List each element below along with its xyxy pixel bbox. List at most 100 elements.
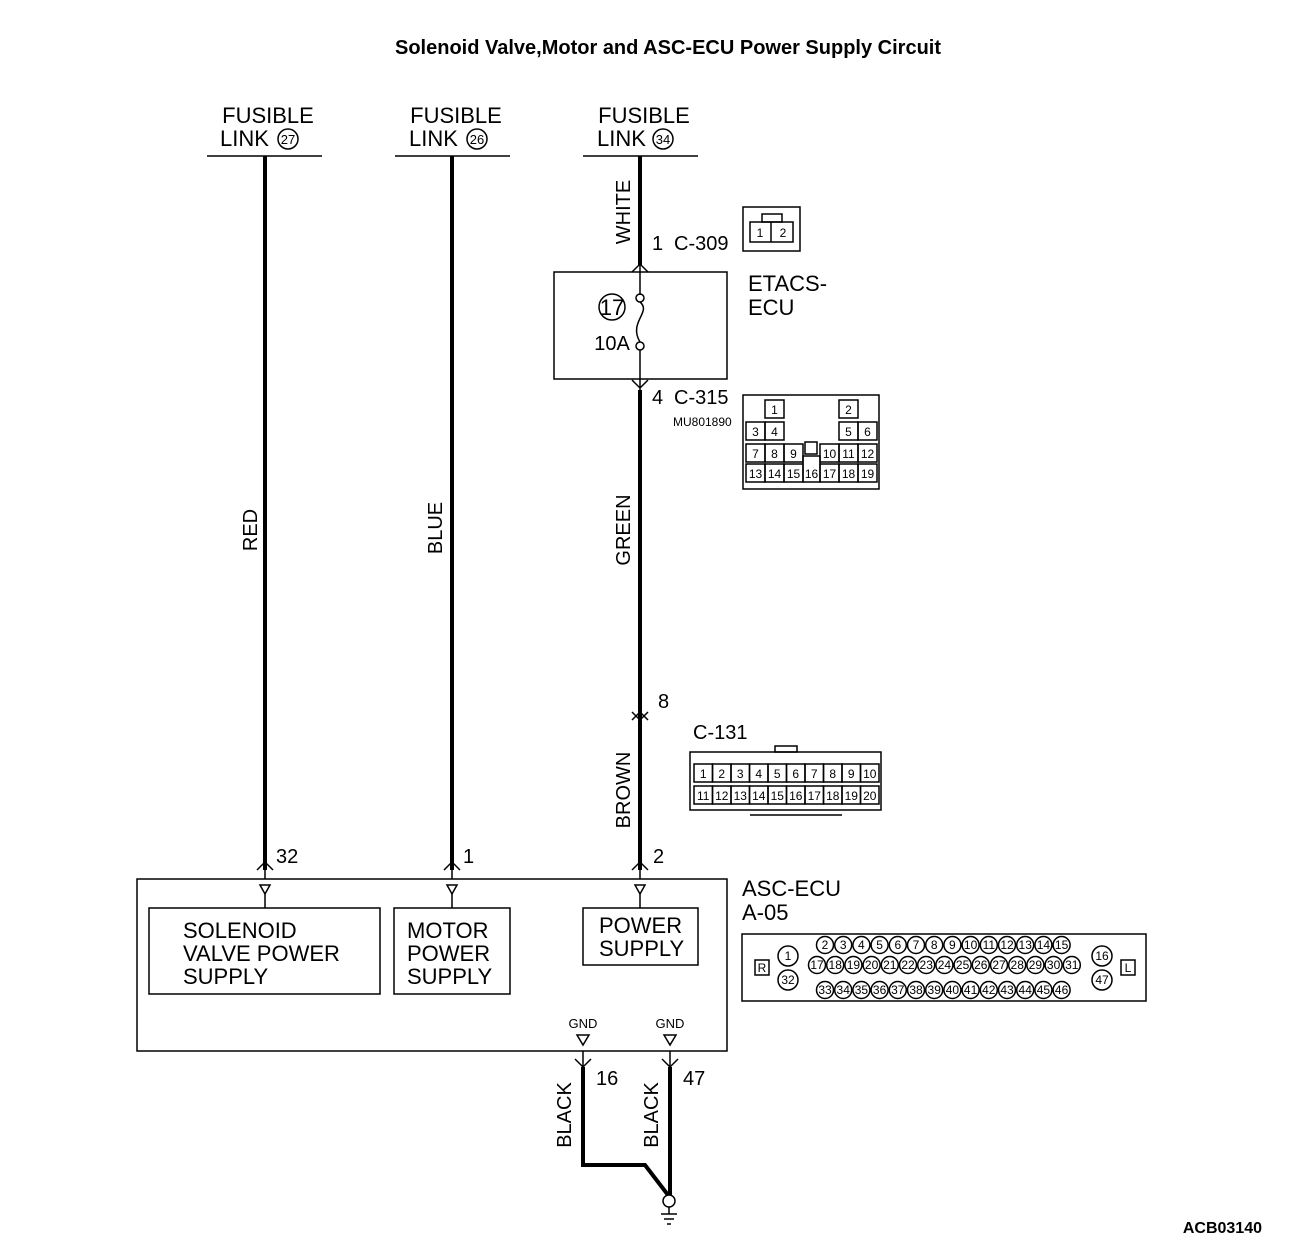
c315-face-pin-9: 9 bbox=[790, 447, 797, 461]
a05-pin-circle-35 bbox=[852, 980, 871, 1000]
c315-face-pin-2: 2 bbox=[845, 403, 852, 417]
c131-face-pin-11: 11 bbox=[697, 789, 710, 803]
a05-pin-circle-4 bbox=[852, 935, 871, 955]
gnd-triangle-1 bbox=[575, 1034, 591, 1047]
a05-pin-5: 5 bbox=[876, 938, 883, 952]
c315-face-pin-1-cell bbox=[764, 399, 785, 419]
a05-pin-45: 45 bbox=[1037, 983, 1051, 997]
c131-face-pin-9: 9 bbox=[848, 767, 855, 781]
fusible-link-34-number: 34 bbox=[656, 132, 670, 147]
a05-pin-22: 22 bbox=[901, 958, 915, 972]
a05-pin-10: 10 bbox=[964, 938, 978, 952]
a05-pin-29: 29 bbox=[1029, 958, 1043, 972]
etacs-label-line1: ETACS- bbox=[748, 271, 827, 296]
a05-pin-6: 6 bbox=[894, 938, 901, 952]
c309-connector-face: 1 2 bbox=[742, 206, 801, 252]
c315-part-number: MU801890 bbox=[673, 415, 732, 429]
a05-pin-circle-46 bbox=[1052, 980, 1071, 1000]
ground-icon bbox=[661, 1194, 677, 1225]
a05-pin-31: 31 bbox=[1065, 958, 1079, 972]
a05-pin-circle-18 bbox=[825, 955, 845, 975]
a05-pin-circle-12 bbox=[997, 935, 1017, 955]
a05-pin-circle-34 bbox=[833, 980, 853, 1000]
fusible-link-26-number: 26 bbox=[470, 132, 484, 147]
gnd-label-1: GND bbox=[569, 1016, 598, 1031]
fuse-number-circle bbox=[598, 293, 626, 321]
a05-pin-circle-41 bbox=[961, 980, 980, 1000]
c131-face-pin-5: 5 bbox=[774, 767, 781, 781]
c131-face-pin-8: 8 bbox=[829, 767, 836, 781]
c309-connector-mark bbox=[631, 262, 649, 273]
wire-color-brown: BROWN bbox=[613, 752, 635, 829]
fusible-link-27-number-circle bbox=[277, 128, 299, 150]
c131-face-pin-18: 18 bbox=[826, 789, 840, 803]
c315-face-pin-4-cell bbox=[764, 421, 785, 441]
a05-pin-27: 27 bbox=[992, 958, 1006, 972]
gnd-pin-47: 47 bbox=[683, 1068, 705, 1090]
etacs-label-line2: ECU bbox=[748, 295, 794, 320]
a05-pin-21: 21 bbox=[883, 958, 897, 972]
fusible-link-27-number: 27 bbox=[281, 132, 295, 147]
c315-face-pin-2-cell bbox=[838, 399, 859, 419]
solenoid-block-line3: SUPPLY bbox=[183, 964, 269, 989]
asc-in-triangle-1 bbox=[445, 884, 459, 896]
a05-pin-9: 9 bbox=[949, 938, 956, 952]
a05-pin-18: 18 bbox=[829, 958, 843, 972]
a05-pin-38: 38 bbox=[909, 983, 923, 997]
asc-ecu-box bbox=[136, 878, 728, 1052]
asc-pin-32: 32 bbox=[276, 846, 298, 868]
fuse-number: 17 bbox=[600, 295, 624, 320]
a05-pin-26: 26 bbox=[974, 958, 988, 972]
c315-face-pin-1: 1 bbox=[771, 403, 778, 417]
c131-face-pin-20: 20 bbox=[863, 789, 877, 803]
c315-face-pin-19: 19 bbox=[861, 467, 875, 481]
a05-l-mark: L bbox=[1125, 961, 1132, 975]
a05-pin-circle-43 bbox=[997, 980, 1017, 1000]
fusible-link-26-number-circle bbox=[466, 128, 488, 150]
a05-pin-circle-38 bbox=[906, 980, 926, 1000]
a05-pin-circle-42 bbox=[979, 980, 999, 1000]
c315-face-pin-14: 14 bbox=[768, 467, 782, 481]
fusible-link-34-number-circle bbox=[652, 128, 674, 150]
a05-pin-circle-23 bbox=[916, 955, 936, 975]
a05-pin-15: 15 bbox=[1055, 938, 1069, 952]
c131-face-pin-6: 6 bbox=[792, 767, 799, 781]
a05-pin-30: 30 bbox=[1047, 958, 1061, 972]
a05-pin-11: 11 bbox=[983, 938, 996, 952]
wire-color-black-right: BLACK bbox=[641, 1082, 663, 1148]
gnd-triangle-2 bbox=[662, 1034, 678, 1047]
asc-pin-2: 2 bbox=[653, 846, 664, 868]
a05-pin-circle-25 bbox=[953, 955, 972, 975]
c315-face-pin-4: 4 bbox=[771, 425, 778, 439]
fusible-link-27-line2: LINK bbox=[220, 126, 269, 151]
c315-face-pin-17: 17 bbox=[823, 467, 837, 481]
a05-pin-33: 33 bbox=[818, 983, 832, 997]
wire-color-black-left: BLACK bbox=[554, 1082, 576, 1148]
figure-code: ACB03140 bbox=[1183, 1220, 1262, 1237]
c315-face-pin-12: 12 bbox=[861, 447, 875, 461]
c131-face-pin-4: 4 bbox=[755, 767, 762, 781]
power-block-line1: POWER bbox=[599, 913, 682, 938]
c309-pin: 1 bbox=[652, 233, 663, 255]
solenoid-block-line2: VALVE POWER bbox=[183, 941, 340, 966]
a05-pin-44: 44 bbox=[1019, 983, 1033, 997]
a05-pin-40: 40 bbox=[946, 983, 960, 997]
power-supply-block bbox=[582, 907, 699, 966]
wire-color-blue: BLUE bbox=[425, 502, 447, 554]
asc-ecu-name: ASC-ECU bbox=[742, 876, 841, 901]
a05-pin-34: 34 bbox=[837, 983, 851, 997]
a05-pin-39: 39 bbox=[928, 983, 942, 997]
c315-face-pin-11: 11 bbox=[842, 447, 855, 461]
asc-pin-1: 1 bbox=[463, 846, 474, 868]
wire-color-white: WHITE bbox=[613, 180, 635, 244]
wire-color-red: RED bbox=[240, 509, 262, 551]
a05-pin-28: 28 bbox=[1011, 958, 1025, 972]
fuse-17: 17 10A bbox=[594, 293, 645, 355]
a05-pin-8: 8 bbox=[931, 938, 938, 952]
a05-pin-14: 14 bbox=[1037, 938, 1051, 952]
a05-pin-35: 35 bbox=[855, 983, 869, 997]
c131-face-pin-10: 10 bbox=[863, 767, 877, 781]
